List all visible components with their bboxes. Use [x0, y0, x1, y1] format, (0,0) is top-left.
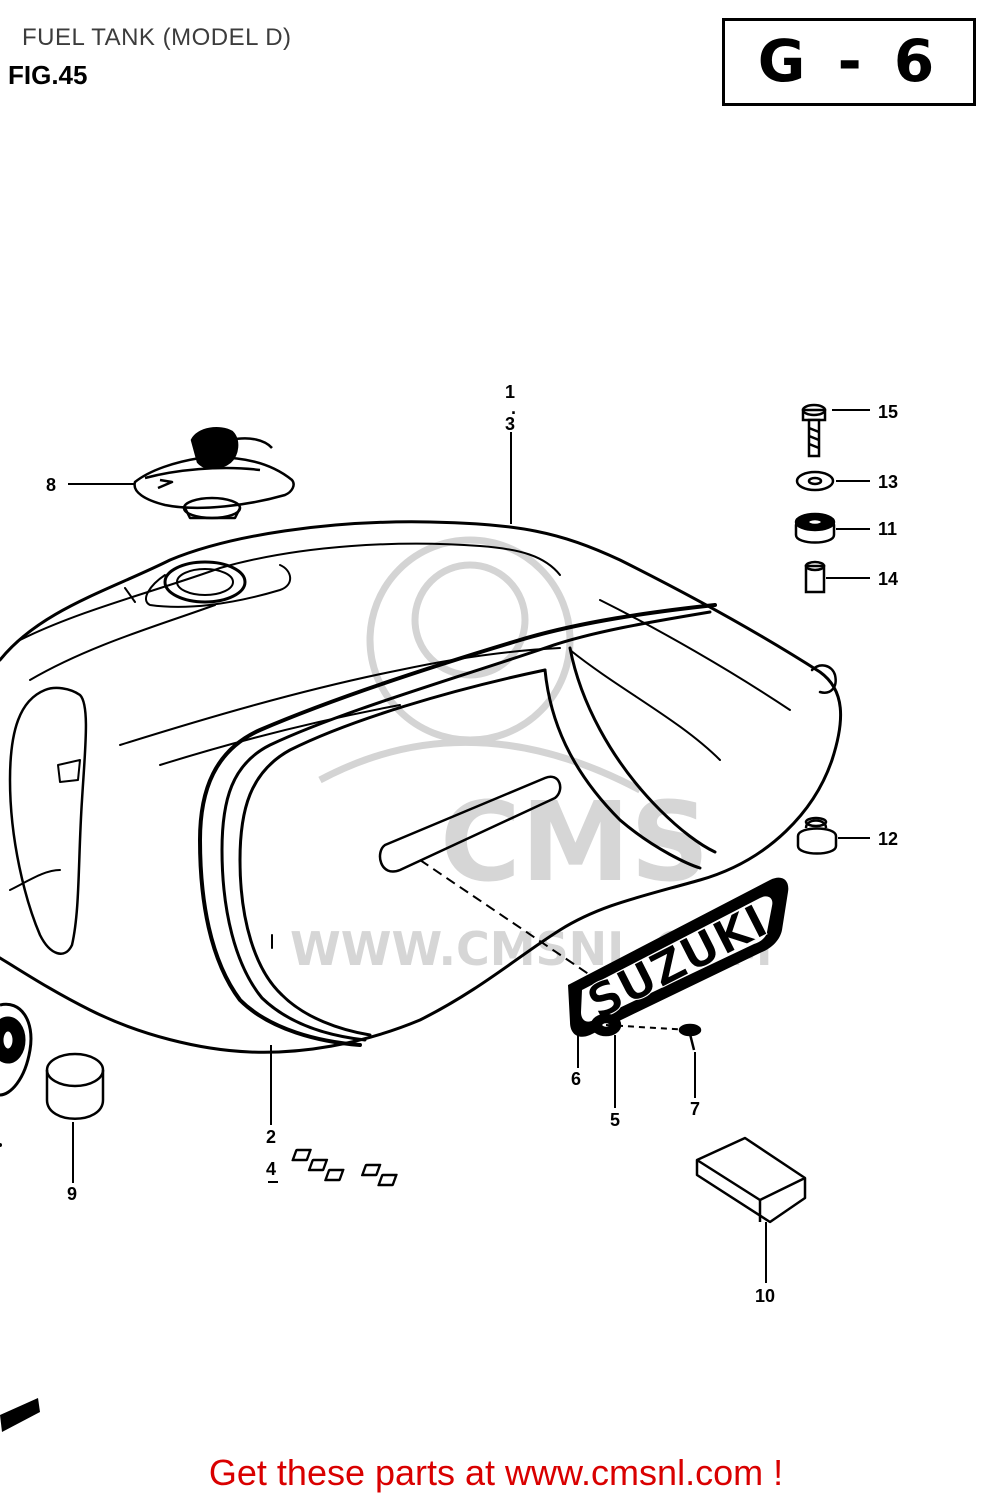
- callout-3: 3: [505, 414, 515, 434]
- bolt-15: [801, 403, 827, 458]
- cushion-left: [0, 1002, 33, 1097]
- callout-8: 8: [46, 475, 56, 495]
- fuel-tank: [0, 520, 843, 1054]
- fuel-cap: [133, 427, 295, 520]
- callout-12: 12: [878, 829, 898, 849]
- footer-link-text[interactable]: Get these parts at www.cmsnl.com !: [208, 1452, 784, 1493]
- diagram-title: FUEL TANK (MODEL D): [22, 24, 292, 51]
- section-code: G - 6: [757, 27, 941, 95]
- callout-15: 15: [878, 402, 898, 422]
- callout-5: 5: [610, 1110, 620, 1130]
- callout-11: 11: [878, 519, 897, 539]
- callout-4: 4: [266, 1159, 276, 1179]
- callout-dot: .: [511, 398, 516, 418]
- figure-label: FIG.45: [8, 60, 88, 90]
- rubber-pad-10: [291, 1136, 807, 1224]
- watermark: CMS WWW.CMSNL.COM: [290, 536, 773, 976]
- corner-fragment: [0, 1143, 40, 1432]
- cap-9: [45, 1052, 105, 1120]
- screw-7: [678, 1023, 702, 1051]
- callout-10: 10: [755, 1286, 775, 1306]
- callout-2: 2: [266, 1127, 276, 1147]
- watermark-logo-text: CMS: [440, 778, 709, 906]
- callout-6: 6: [571, 1069, 581, 1089]
- callout-1: 1: [505, 382, 515, 402]
- watermark-emblem: [366, 536, 574, 744]
- leader-lines: [68, 409, 870, 1283]
- cushion-12: [796, 816, 838, 855]
- callouts: 1 . 3 8 15 13 11 14 12 2 4 6 5 7 9 10: [46, 382, 898, 1306]
- cushion-11: [794, 512, 836, 544]
- washer-13: [795, 470, 835, 492]
- callout-13: 13: [878, 472, 898, 492]
- callout-14: 14: [878, 569, 898, 589]
- section-code-box: G - 6: [722, 18, 976, 106]
- callout-7: 7: [690, 1099, 700, 1119]
- spacer-14: [804, 560, 826, 594]
- callout-9: 9: [67, 1184, 77, 1204]
